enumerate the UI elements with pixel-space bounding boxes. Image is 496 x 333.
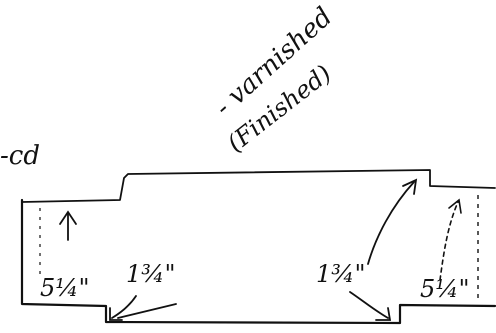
profile-outline <box>20 198 496 325</box>
top-edge <box>21 169 496 203</box>
right-step-arrow <box>349 291 392 321</box>
right-height-dimension: 5¼" <box>420 275 470 303</box>
right-height-arrow <box>439 198 462 281</box>
left-step-arrow <box>109 295 177 321</box>
left-height-dimension: 5¼" <box>40 274 90 302</box>
partial-word-label: -cd <box>0 141 40 171</box>
left-height-arrow <box>59 210 77 241</box>
left-step-dimension: 1¾" <box>126 260 176 288</box>
right-step-dimension: 1¾" <box>316 260 366 288</box>
center-right-arrow-up <box>367 178 418 265</box>
